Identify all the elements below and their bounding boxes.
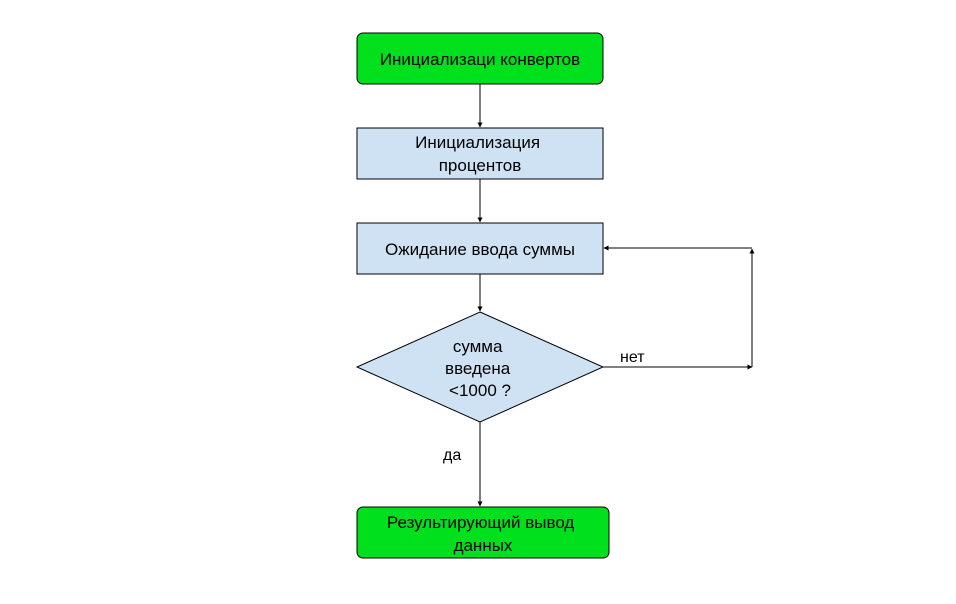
node-init-envelopes-label: Инициализаци конвертов: [380, 50, 580, 69]
node-init-percents-label: Инициализация процентов: [415, 133, 545, 175]
node-output-label: Результирующий вывод данных: [387, 513, 579, 555]
node-output: Результирующий вывод данных: [356, 506, 610, 559]
node-wait-input-shape: [356, 222, 604, 275]
edge-label-yes: да: [443, 447, 461, 464]
node-wait-input: Ожидание ввода суммы: [356, 222, 604, 275]
node-output-shape: [356, 506, 610, 559]
node-init-percents: Инициализация процентов: [356, 127, 604, 180]
node-decision: сумма введена <1000 ?: [355, 311, 605, 423]
edge-label-no: нет: [620, 349, 645, 366]
node-wait-input-label: Ожидание ввода суммы: [385, 240, 575, 259]
node-init-envelopes: Инициализаци конвертов: [356, 32, 604, 85]
node-decision-label: сумма введена <1000 ?: [445, 337, 515, 400]
node-init-percents-shape: [356, 127, 604, 180]
